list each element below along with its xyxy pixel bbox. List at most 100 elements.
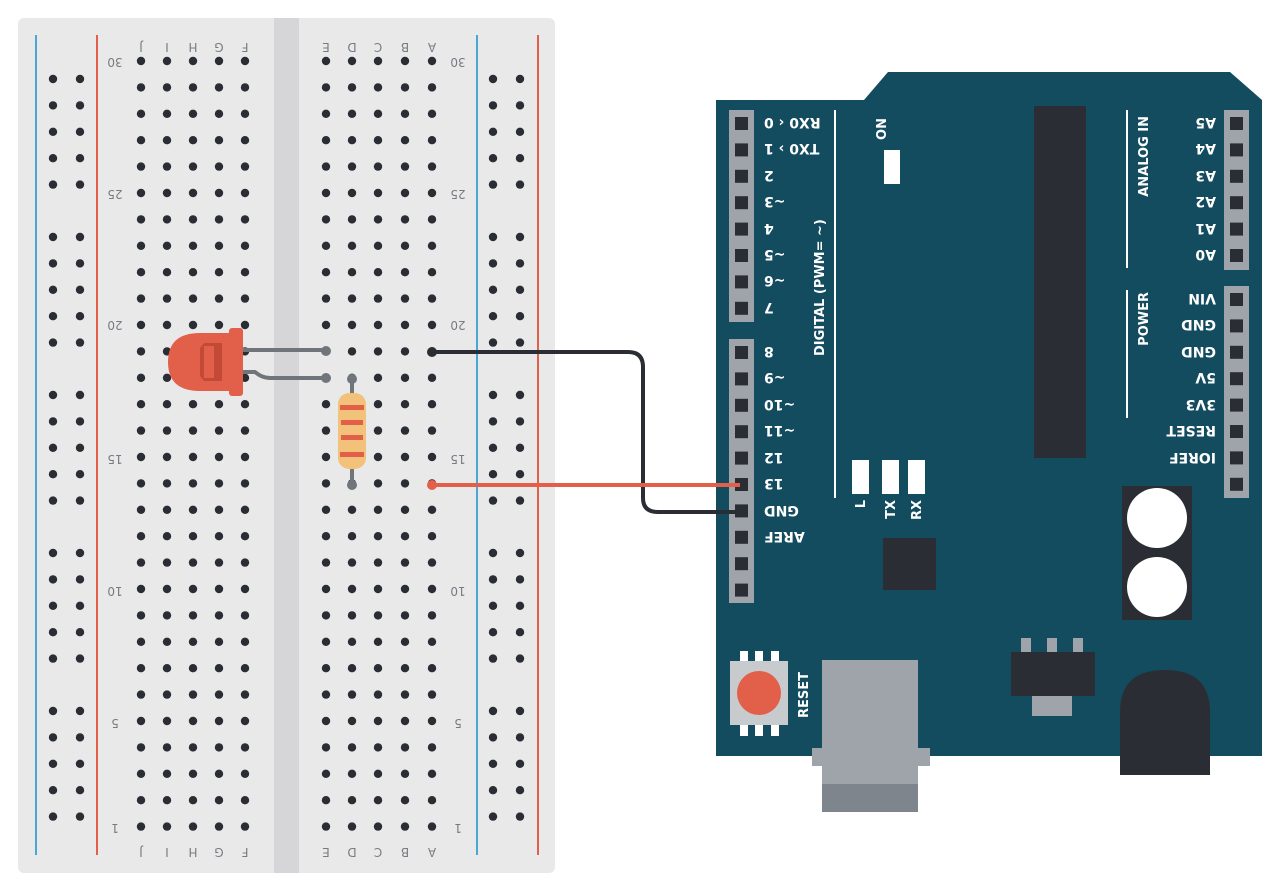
breadboard-hole [400, 373, 410, 382]
breadboard-hole [240, 320, 250, 330]
power-rail-hole [515, 786, 525, 795]
breadboard-hole [162, 584, 172, 594]
column-letter: D [347, 845, 356, 859]
power-rail-hole [515, 601, 525, 610]
breadboard-hole [214, 558, 224, 567]
breadboard-hole [400, 109, 410, 119]
analog-pin-socket [1230, 222, 1243, 236]
breadboard-hole [162, 426, 172, 435]
power-rail-hole [48, 154, 58, 163]
power-rail-hole [515, 338, 525, 347]
power-rail-hole [75, 390, 85, 400]
breadboard-hole [188, 584, 198, 594]
breadboard: J I H G F E D C B A J I H G F E D C B A [18, 18, 555, 873]
reset-button-pin [755, 651, 763, 665]
breadboard-hole [188, 716, 198, 726]
on-label: ON [875, 118, 890, 140]
breadboard-hole [347, 320, 357, 330]
breadboard-hole [427, 452, 437, 462]
breadboard-hole [162, 743, 172, 752]
power-rail-hole [488, 628, 498, 637]
breadboard-hole [214, 136, 224, 145]
power-rail-hole [75, 443, 85, 452]
breadboard-hole [400, 584, 410, 594]
power-rail-hole [48, 733, 58, 742]
breadboard-hole [240, 716, 250, 726]
power-rail-hole [488, 259, 498, 268]
breadboard-hole [400, 215, 410, 224]
power-rail-hole [515, 285, 525, 294]
power-rail-hole [515, 443, 525, 452]
power-rail-hole [48, 548, 58, 558]
digital-pin-label: AREF [764, 528, 805, 544]
breadboard-hole [214, 268, 224, 277]
reset-button-pin [771, 722, 779, 736]
right-pin-sockets [1230, 117, 1243, 491]
breadboard-hole [188, 505, 198, 514]
led-l-label: L [854, 500, 869, 508]
power-pin-socket [1230, 345, 1243, 359]
capacitor-top [1127, 488, 1187, 548]
column-letter: H [188, 40, 197, 54]
breadboard-hole [214, 188, 224, 198]
power-rail-hole [48, 312, 58, 321]
breadboard-hole [321, 505, 331, 514]
row-numbers-left: 30 25 20 15 10 5 1 [107, 55, 122, 835]
gnd-wire [432, 350, 740, 514]
analog-pin-labels: A5 A4 A3 A2 A1 A0 [1195, 114, 1216, 262]
led-tx [882, 460, 899, 494]
breadboard-hole [188, 109, 198, 119]
breadboard-hole [240, 162, 250, 171]
breadboard-hole [321, 664, 331, 673]
power-rail-hole [515, 154, 525, 163]
breadboard-hole [214, 479, 224, 488]
digital-pin-socket [735, 451, 748, 465]
reset-label: RESET [797, 672, 812, 718]
power-rail-hole [488, 786, 498, 795]
column-letter: A [427, 845, 436, 859]
breadboard-hole [240, 584, 250, 594]
row-number: 10 [450, 584, 465, 598]
power-header [1224, 286, 1249, 498]
breadboard-hole [136, 664, 146, 673]
power-pin-label: GND [1181, 343, 1216, 359]
digital-pin-socket [735, 478, 748, 491]
reset-button[interactable] [737, 671, 781, 715]
breadboard-hole [347, 268, 357, 277]
power-rail-hole [488, 812, 498, 821]
analog-pin-socket [1230, 249, 1243, 262]
power-pin-socket [1230, 425, 1243, 438]
breadboard-hole [321, 611, 331, 620]
breadboard-hole [136, 373, 146, 382]
power-rail-hole [75, 259, 85, 268]
breadboard-hole [162, 716, 172, 726]
resistor-band [340, 452, 364, 457]
power-pin-socket [1230, 372, 1243, 386]
breadboard-hole [400, 294, 410, 303]
resistor-band [340, 405, 364, 410]
breadboard-hole [162, 532, 172, 541]
breadboard-hole [188, 294, 198, 303]
digital-pin-sockets [735, 117, 748, 597]
breadboard-hole [400, 400, 410, 409]
breadboard-hole [373, 162, 383, 171]
breadboard-hole [373, 558, 383, 567]
breadboard-hole [136, 611, 146, 620]
breadboard-hole [321, 769, 331, 778]
power-rail-hole [488, 127, 498, 136]
breadboard-hole [240, 769, 250, 778]
breadboard-hole [347, 241, 357, 250]
breadboard-hole [214, 743, 224, 752]
breadboard-hole [214, 109, 224, 119]
resistor-lead-end [347, 374, 357, 384]
breadboard-hole [400, 664, 410, 673]
breadboard-hole [427, 426, 437, 435]
breadboard-hole [321, 241, 331, 250]
power-rail-hole [75, 706, 85, 716]
usb-connector-end [822, 784, 918, 812]
breadboard-hole [214, 664, 224, 673]
breadboard-hole [321, 215, 331, 224]
power-rail-hole [75, 759, 85, 768]
breadboard-hole [373, 56, 383, 66]
breadboard-hole [214, 294, 224, 303]
